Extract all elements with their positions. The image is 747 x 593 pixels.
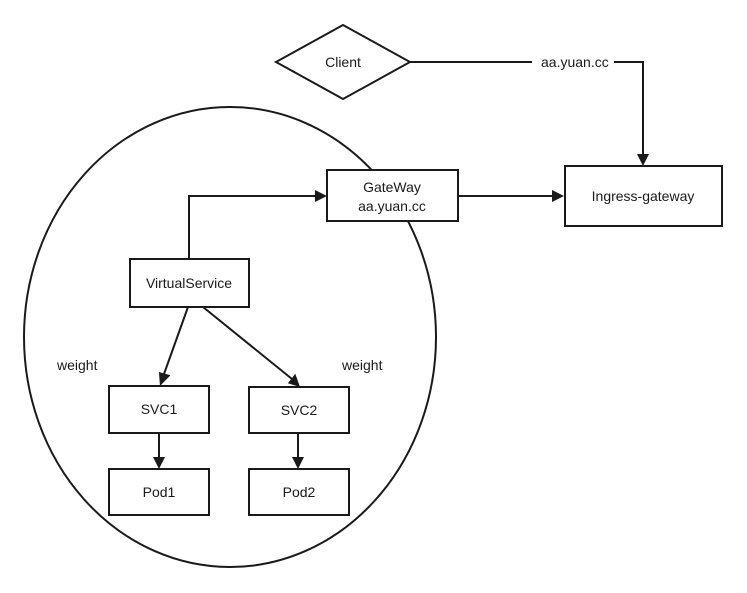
pod2-label: Pod2 [283, 484, 316, 500]
svc2-label: SVC2 [281, 402, 318, 418]
edge-gateway-to-ingress [458, 190, 564, 202]
svc1-node [108, 385, 210, 434]
edge-client-to-ingress [410, 61, 649, 166]
edge-label-bg [532, 55, 614, 70]
gateway-label-line1: GateWay [363, 179, 421, 195]
mesh-boundary [23, 106, 437, 568]
edge-svc1-to-pod1 [153, 433, 165, 469]
ingress-gateway-label: Ingress-gateway [592, 188, 695, 204]
weight-label-left: weight [56, 357, 98, 373]
client-node [273, 23, 413, 101]
svc1-label: SVC1 [141, 401, 178, 417]
edge-svc2-to-pod2 [292, 433, 304, 469]
client-label: Client [325, 54, 361, 70]
weight-label-right: weight [341, 357, 383, 373]
pod1-node [108, 468, 210, 516]
gateway-label-line2: aa.yuan.cc [358, 198, 426, 214]
edge-virtualservice-to-gateway [188, 190, 327, 259]
virtualservice-label: VirtualService [146, 275, 232, 291]
svc2-node [248, 386, 350, 434]
edge-virtualservice-to-svc2 [202, 306, 300, 387]
ingress-gateway-node [564, 165, 723, 227]
virtualservice-node [129, 258, 250, 308]
pod2-node [248, 468, 350, 516]
edge-label-host: aa.yuan.cc [541, 54, 609, 70]
pod1-label: Pod1 [143, 484, 176, 500]
edge-virtualservice-to-svc1 [158, 306, 189, 386]
gateway-node [326, 169, 459, 222]
